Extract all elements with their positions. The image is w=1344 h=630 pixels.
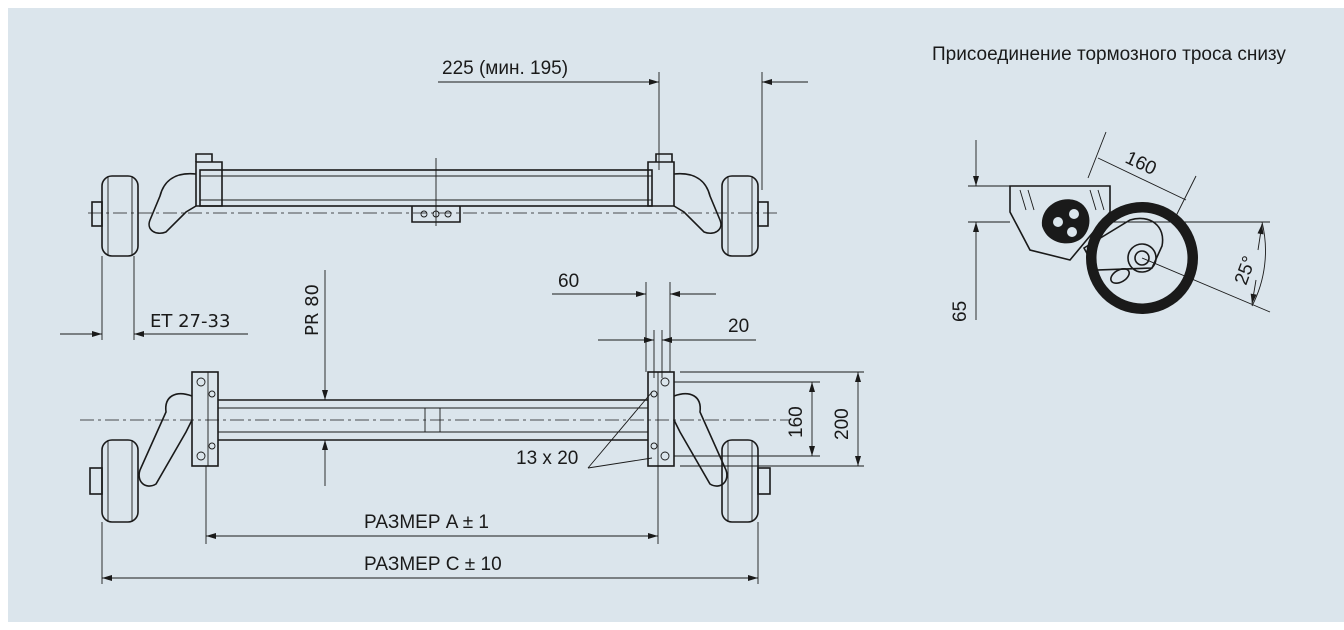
side-view-brake-cable — [968, 131, 1271, 320]
dim-label-225: 225 (мин. 195) — [442, 58, 568, 79]
side-dim-label-160: 160 — [1122, 147, 1160, 179]
bottom-left-plate — [191, 371, 219, 467]
side-brake-lobe — [1041, 199, 1090, 244]
top-left-wheel — [101, 175, 139, 257]
drawing-panel — [8, 8, 1344, 622]
bottom-right-plate — [647, 371, 675, 467]
dim-label-holes: 13 x 20 — [516, 448, 578, 469]
top-right-swing-arm — [673, 172, 722, 235]
side-bracket — [1009, 185, 1111, 261]
top-left-bracket — [195, 161, 223, 207]
bottom-left-wheel — [101, 439, 139, 523]
bottom-axle-view — [80, 270, 864, 584]
bottom-right-swing-arm — [673, 392, 728, 487]
dim-label-pr80: PR 80 — [302, 284, 323, 336]
bottom-right-wheel — [721, 439, 759, 523]
dim-label-200: 200 — [832, 408, 853, 440]
dim-label-60: 60 — [558, 271, 579, 292]
dim-label-size-c: РАЗМЕР C ± 10 — [364, 554, 502, 575]
top-right-wheel — [721, 175, 759, 257]
side-dim-label-25: 25° — [1231, 254, 1261, 288]
dim-label-et: ET 27-33 — [150, 311, 230, 332]
top-left-swing-arm — [148, 172, 197, 235]
bottom-left-swing-arm — [138, 392, 193, 487]
side-swing-arm — [1082, 217, 1164, 271]
dim-label-20: 20 — [728, 316, 749, 337]
dim-label-size-a: РАЗМЕР A ± 1 — [364, 512, 489, 533]
side-dim-label-65: 65 — [950, 301, 971, 322]
side-view-title: Присоединение тормозного троса снизу — [932, 44, 1286, 65]
top-middle-clamp — [411, 206, 461, 223]
top-axle-tube — [199, 169, 653, 207]
top-axle-view — [60, 72, 808, 340]
dim-label-160: 160 — [786, 406, 807, 438]
